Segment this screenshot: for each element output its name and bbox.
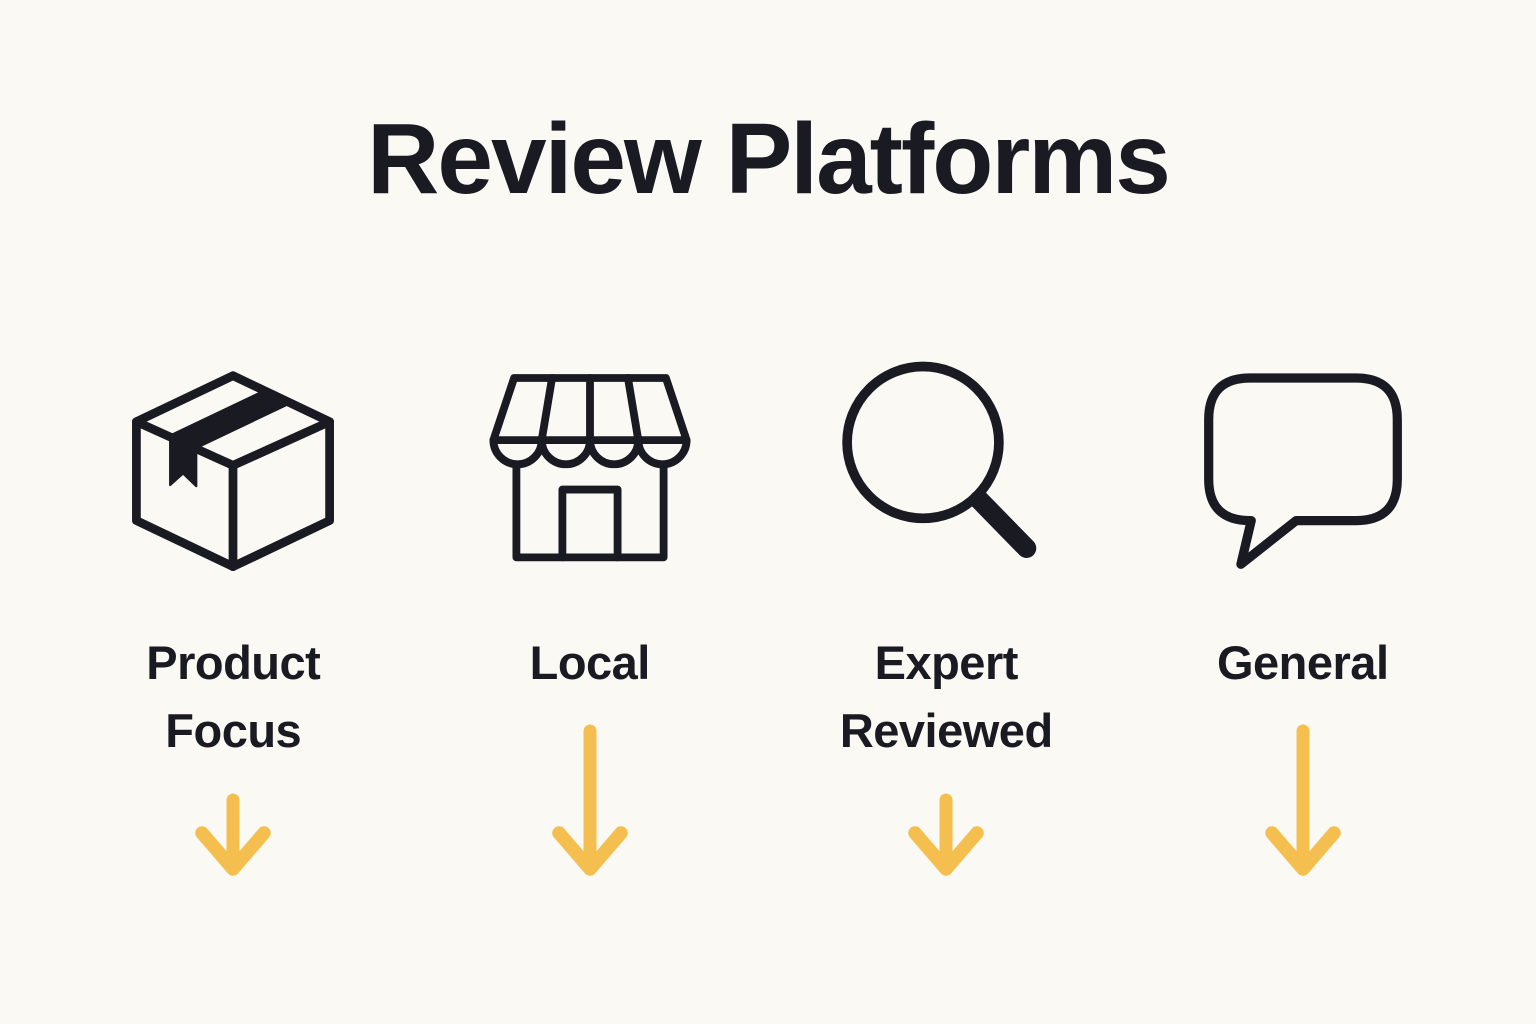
infographic-canvas: Review Platforms Product Focus bbox=[0, 102, 1536, 1024]
storefront-icon bbox=[470, 355, 710, 585]
speech-bubble-icon bbox=[1183, 355, 1423, 585]
column-general: General bbox=[1125, 355, 1482, 877]
down-arrow-icon bbox=[1265, 724, 1341, 877]
page-title: Review Platforms bbox=[367, 103, 1171, 215]
column-expert-reviewed: Expert Reviewed bbox=[768, 355, 1125, 877]
magnifying-glass-icon bbox=[826, 355, 1066, 585]
column-product-focus: Product Focus bbox=[55, 355, 412, 877]
column-label: Local bbox=[529, 636, 651, 689]
package-box-icon bbox=[113, 355, 353, 585]
column-label: Expert Reviewed bbox=[839, 636, 1053, 757]
down-arrow-icon bbox=[908, 793, 984, 877]
down-arrow-icon bbox=[552, 724, 628, 877]
column-local: Local bbox=[412, 355, 769, 877]
platform-columns: Product Focus Local bbox=[0, 355, 1536, 877]
column-label: Product Focus bbox=[146, 636, 321, 757]
column-label: General bbox=[1216, 636, 1389, 689]
down-arrow-icon bbox=[195, 793, 271, 877]
